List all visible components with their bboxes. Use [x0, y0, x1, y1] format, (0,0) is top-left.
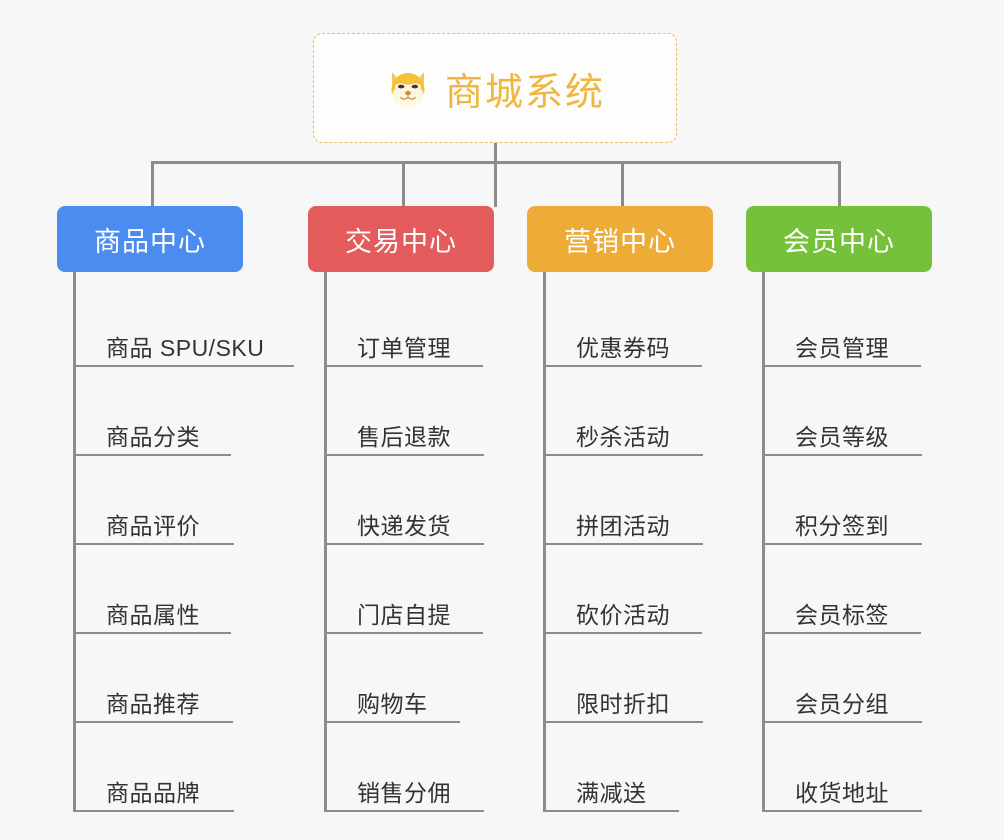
category-header-member-center[interactable]: 会员中心 — [746, 206, 932, 272]
leaf-label: 商品推荐 — [106, 690, 200, 717]
category-column-marketing-center: 营销中心 优惠券码 秒杀活动 拼团活动 砍价活动 限时折扣 满减送 — [527, 206, 713, 812]
list-item[interactable]: 收货地址 — [765, 723, 922, 812]
list-item[interactable]: 商品品牌 — [76, 723, 234, 812]
category-header-product-center[interactable]: 商品中心 — [57, 206, 243, 272]
list-item[interactable]: 拼团活动 — [546, 456, 703, 545]
connector-drop-member-center — [838, 161, 841, 208]
list-item[interactable]: 积分签到 — [765, 456, 922, 545]
category-header-trade-center[interactable]: 交易中心 — [308, 206, 494, 272]
leaf-label: 会员标签 — [795, 601, 889, 628]
leaf-label: 商品属性 — [106, 601, 200, 628]
category-header-marketing-center[interactable]: 营销中心 — [527, 206, 713, 272]
list-item[interactable]: 商品分类 — [76, 367, 231, 456]
leaf-label: 砍价活动 — [576, 601, 670, 628]
connector-root-stem — [494, 143, 497, 207]
category-column-member-center: 会员中心 会员管理 会员等级 积分签到 会员标签 会员分组 收货地址 — [746, 206, 932, 812]
leaf-label: 售后退款 — [357, 423, 451, 450]
connector-drop-product-center — [151, 161, 154, 208]
list-item[interactable]: 会员管理 — [765, 278, 921, 367]
list-item[interactable]: 砍价活动 — [546, 545, 702, 634]
list-item[interactable]: 秒杀活动 — [546, 367, 703, 456]
leaf-label: 销售分佣 — [357, 779, 451, 806]
leaf-label: 限时折扣 — [576, 690, 670, 717]
root-title: 商城系统 — [444, 71, 605, 114]
leaf-spine-member-center: 会员管理 会员等级 积分签到 会员标签 会员分组 收货地址 — [762, 272, 932, 812]
category-header-label: 交易中心 — [345, 226, 457, 257]
list-item[interactable]: 销售分佣 — [327, 723, 484, 812]
leaf-label: 拼团活动 — [576, 512, 670, 539]
list-item[interactable]: 商品 SPU/SKU — [76, 278, 294, 367]
leaf-label: 订单管理 — [357, 334, 451, 361]
leaf-label: 会员分组 — [795, 690, 889, 717]
list-item[interactable]: 会员标签 — [765, 545, 921, 634]
leaf-label: 快递发货 — [357, 512, 451, 539]
leaf-label: 购物车 — [357, 690, 428, 717]
list-item[interactable]: 优惠券码 — [546, 278, 702, 367]
list-item[interactable]: 快递发货 — [327, 456, 484, 545]
leaf-spine-marketing-center: 优惠券码 秒杀活动 拼团活动 砍价活动 限时折扣 满减送 — [543, 272, 713, 812]
root-node[interactable]: 商城系统 — [313, 33, 677, 143]
leaf-label: 满减送 — [576, 779, 647, 806]
list-item[interactable]: 会员分组 — [765, 634, 922, 723]
list-item[interactable]: 商品评价 — [76, 456, 234, 545]
category-header-label: 商品中心 — [94, 226, 206, 257]
list-item[interactable]: 购物车 — [327, 634, 460, 723]
category-column-trade-center: 交易中心 订单管理 售后退款 快递发货 门店自提 购物车 销售分佣 — [308, 206, 494, 812]
list-item[interactable]: 门店自提 — [327, 545, 483, 634]
leaf-label: 会员管理 — [795, 334, 889, 361]
leaf-label: 商品 SPU/SKU — [106, 334, 265, 361]
shiba-dog-face-icon — [385, 65, 431, 111]
list-item[interactable]: 商品推荐 — [76, 634, 233, 723]
leaf-label: 收货地址 — [795, 779, 889, 806]
category-header-label: 营销中心 — [564, 226, 676, 257]
category-column-product-center: 商品中心 商品 SPU/SKU 商品分类 商品评价 商品属性 商品推荐 商品品牌 — [57, 206, 294, 812]
leaf-label: 商品评价 — [106, 512, 200, 539]
list-item[interactable]: 满减送 — [546, 723, 679, 812]
list-item[interactable]: 商品属性 — [76, 545, 231, 634]
leaf-label: 积分签到 — [795, 512, 889, 539]
leaf-label: 会员等级 — [795, 423, 889, 450]
leaf-label: 门店自提 — [357, 601, 451, 628]
list-item[interactable]: 售后退款 — [327, 367, 484, 456]
leaf-spine-product-center: 商品 SPU/SKU 商品分类 商品评价 商品属性 商品推荐 商品品牌 — [73, 272, 294, 812]
leaf-label: 秒杀活动 — [576, 423, 670, 450]
connector-drop-trade-center — [402, 161, 405, 208]
list-item[interactable]: 限时折扣 — [546, 634, 703, 723]
leaf-label: 商品分类 — [106, 423, 200, 450]
category-header-label: 会员中心 — [783, 226, 895, 257]
leaf-label: 优惠券码 — [576, 334, 670, 361]
list-item[interactable]: 订单管理 — [327, 278, 483, 367]
leaf-label: 商品品牌 — [106, 779, 200, 806]
connector-horizontal-bus — [151, 161, 841, 164]
leaf-spine-trade-center: 订单管理 售后退款 快递发货 门店自提 购物车 销售分佣 — [324, 272, 494, 812]
list-item[interactable]: 会员等级 — [765, 367, 922, 456]
connector-drop-marketing-center — [621, 161, 624, 208]
